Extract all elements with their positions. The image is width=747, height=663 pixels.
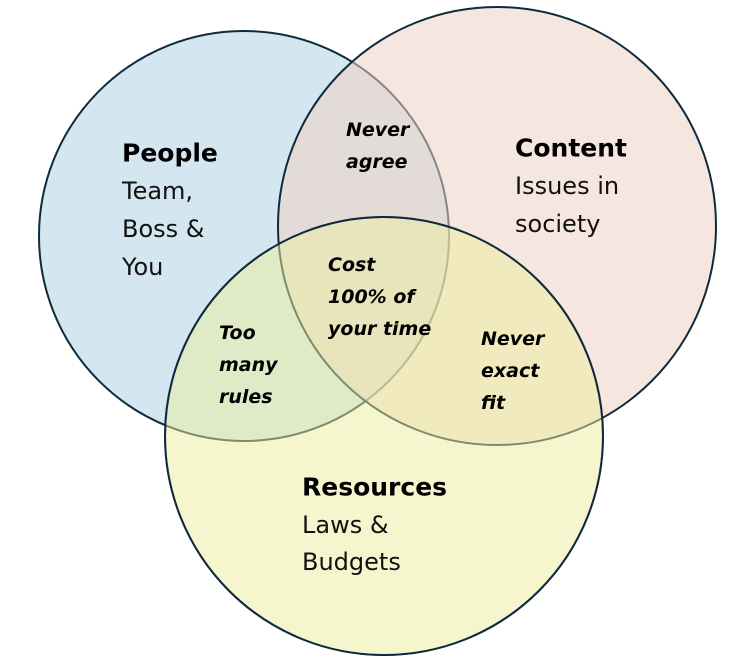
resources-line: Laws & — [302, 511, 389, 539]
overlap-line: Too — [219, 322, 256, 344]
content-line: Issues in — [515, 172, 619, 200]
resources-label: Resources Laws & Budgets — [302, 473, 447, 577]
overlap-people-resources: Too many rules — [219, 322, 279, 408]
people-label: People Team, Boss & You — [121, 139, 218, 282]
overlap-line: exact — [481, 360, 540, 382]
people-title: People — [122, 139, 218, 168]
resources-title: Resources — [302, 473, 447, 502]
resources-circle — [164, 216, 604, 656]
people-line: Boss & — [122, 215, 205, 243]
resources-line: Budgets — [302, 548, 401, 576]
overlap-line: Never — [481, 328, 546, 350]
people-line: You — [121, 253, 163, 281]
overlap-content-resources: Never exact fit — [481, 328, 546, 414]
content-line: society — [515, 210, 600, 238]
content-label: Content Issues in society — [515, 134, 627, 239]
overlap-line: Cost — [328, 254, 376, 276]
content-title: Content — [515, 134, 627, 163]
overlap-line: Never — [346, 119, 411, 141]
overlap-line: your time — [328, 318, 431, 340]
overlap-line: 100% of — [328, 286, 417, 308]
overlap-people-content: Never agree — [346, 119, 411, 173]
overlap-line: many — [219, 354, 279, 376]
overlap-line: rules — [219, 386, 273, 408]
people-line: Team, — [121, 177, 193, 205]
overlap-all: Cost 100% of your time — [328, 254, 431, 340]
overlap-line: agree — [346, 151, 408, 173]
overlap-line: fit — [481, 392, 506, 414]
